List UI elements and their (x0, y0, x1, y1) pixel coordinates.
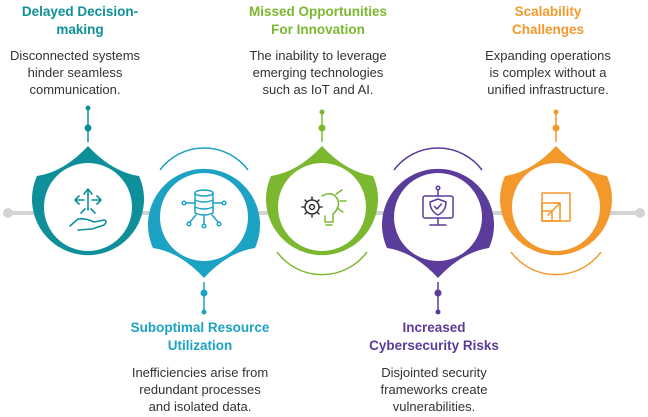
shield-monitor-icon (422, 185, 454, 226)
gear-bulb-icon (301, 189, 347, 226)
step-2-title: Suboptimal Resource Utilization (130, 320, 270, 353)
step-1-title: Delayed Decision- making (21, 4, 139, 37)
database-network-icon (181, 189, 227, 229)
connector-start-dot (3, 208, 13, 218)
step-3-description: The inability to leverage emerging techn… (249, 48, 387, 97)
step-2-node (148, 147, 260, 315)
step-5-node (500, 109, 613, 276)
step-1-node (32, 105, 144, 256)
step-5-description: Expanding operations is complex without … (485, 48, 611, 97)
hand-arrows-icon (69, 188, 107, 231)
step-4-title: Increased Cybersecurity Risks (369, 320, 499, 353)
step-5-title: Scalability Challenges (511, 4, 585, 37)
step-4-node (382, 147, 495, 315)
step-1-description: Disconnected systems hinder seamless com… (9, 48, 141, 97)
connector-end-dot (635, 208, 645, 218)
step-3-title: Missed Opportunities For Innovation (248, 4, 388, 37)
step-4-description: Disjointed security frameworks create vu… (380, 365, 488, 414)
scale-arrow-icon (541, 192, 571, 222)
step-3-node (265, 109, 378, 276)
step-2-description: Inefficiencies arise from redundant proc… (131, 365, 269, 414)
